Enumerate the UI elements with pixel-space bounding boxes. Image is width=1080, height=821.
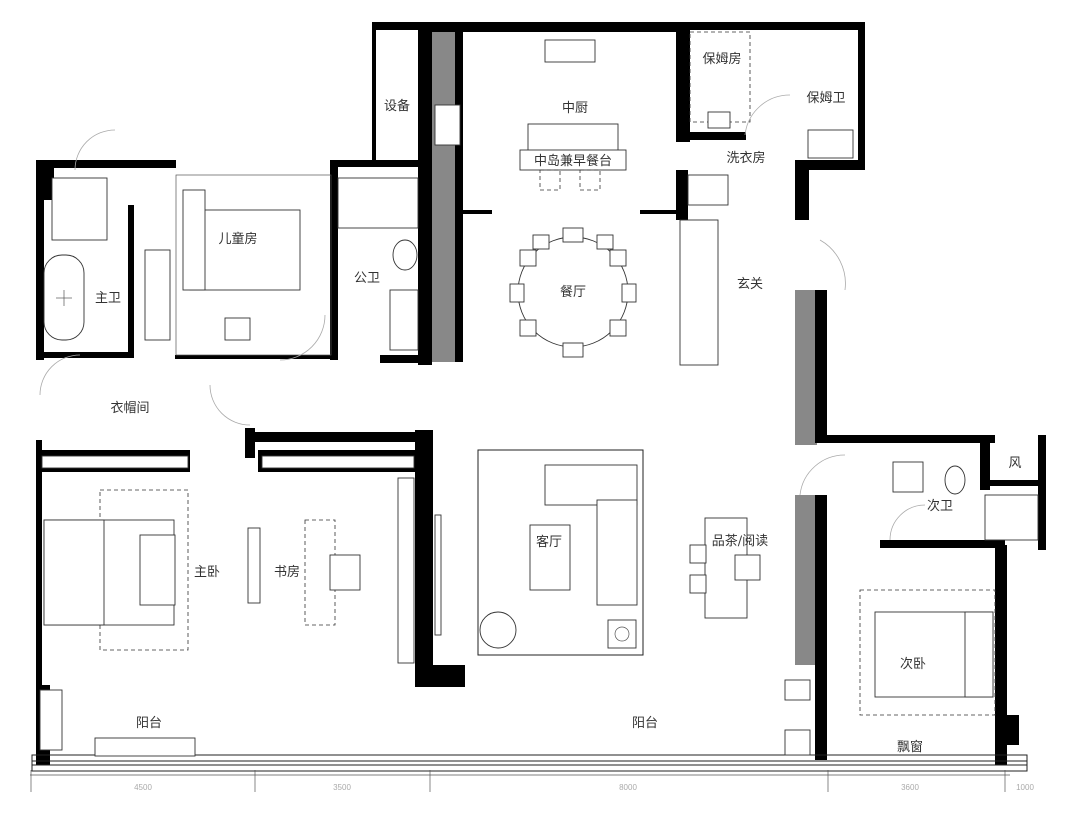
label-master-bed: 主卧 — [194, 565, 220, 580]
dimension-line: 4500 3500 8000 3600 1000 — [30, 770, 1034, 792]
label-kids-room: 儿童房 — [218, 231, 257, 247]
label-laundry: 洗衣房 — [726, 150, 765, 166]
label-maid-bath: 保姆卫 — [806, 91, 845, 106]
label-second-bath: 次卫 — [927, 498, 953, 514]
label-equipment: 设备 — [384, 98, 410, 114]
label-foyer: 玄关 — [737, 277, 763, 292]
label-vent: 风 — [1008, 456, 1021, 471]
label-living: 客厅 — [536, 534, 562, 550]
label-cloakroom: 衣帽间 — [110, 400, 149, 416]
label-dining: 餐厅 — [560, 284, 586, 300]
label-maid-room: 保姆房 — [702, 51, 741, 67]
label-island: 中岛兼早餐台 — [534, 153, 612, 169]
label-kitchen: 中厨 — [562, 101, 588, 116]
room-labels: 设备 中厨 保姆房 保姆卫 中岛兼早餐台 洗衣房 儿童房 公卫 主卫 餐厅 玄关… — [95, 51, 1022, 755]
label-balcony-left: 阳台 — [136, 716, 162, 731]
furniture — [39, 31, 1039, 757]
label-balcony-main: 阳台 — [632, 716, 658, 731]
label-second-bed: 次卧 — [900, 656, 926, 672]
dim-8000: 8000 — [619, 783, 637, 792]
label-master-bath: 主卫 — [95, 291, 121, 306]
label-tea-reading: 品茶/阅读 — [712, 533, 768, 549]
label-public-bath: 公卫 — [354, 271, 380, 286]
dim-3600: 3600 — [901, 783, 919, 792]
dim-1000: 1000 — [1016, 783, 1034, 792]
walls — [31, 22, 1046, 772]
label-study: 书房 — [274, 564, 300, 580]
dim-3500: 3500 — [333, 783, 351, 792]
dim-4500: 4500 — [134, 783, 152, 792]
doors — [39, 94, 926, 541]
label-bay-window: 飘窗 — [897, 739, 923, 755]
